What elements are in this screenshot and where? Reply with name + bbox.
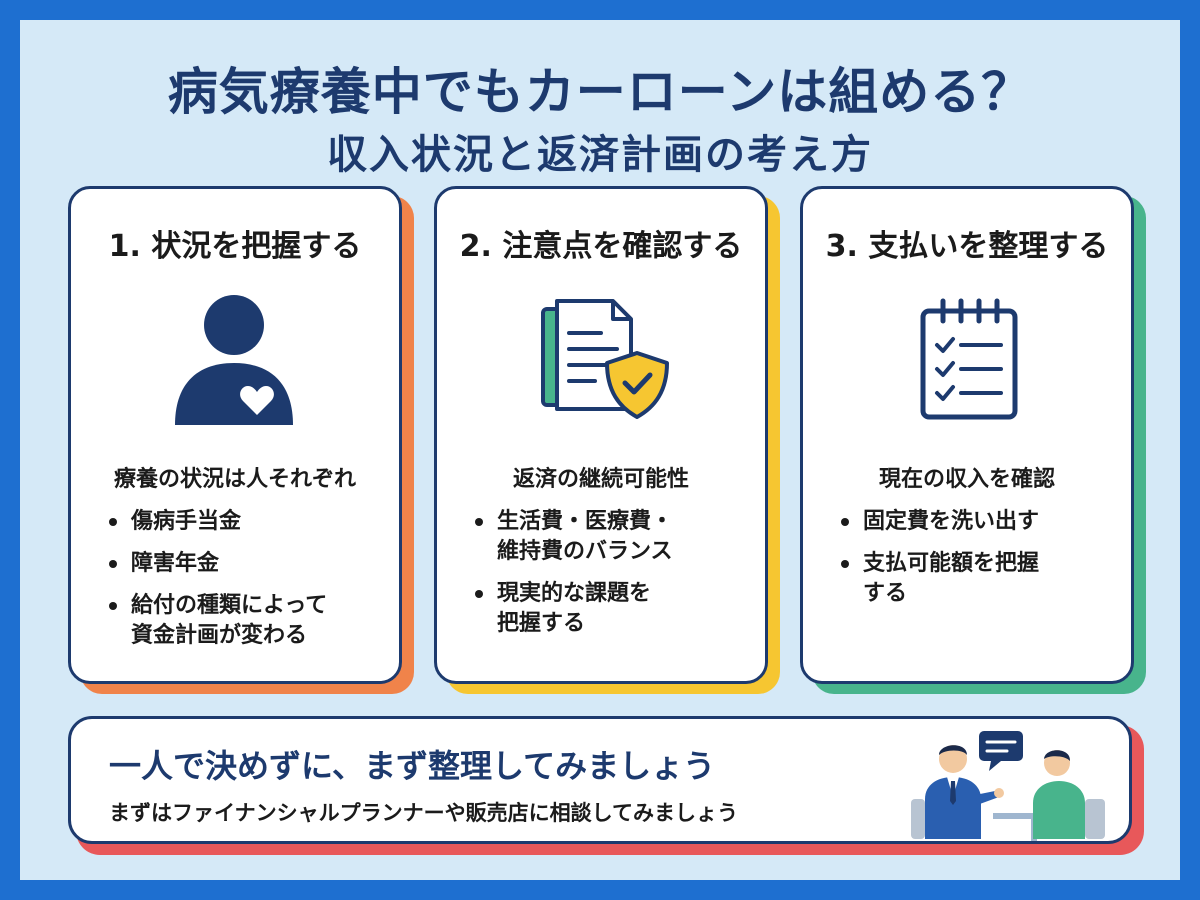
advice-banner: 一人で決めずに、まず整理してみましょう まずはファイナンシャルプランナーや販売店…	[68, 716, 1132, 844]
consultation-icon	[909, 729, 1109, 845]
card-2-bullet: 生活費・医療費・ 維持費のバランス	[473, 507, 673, 567]
card-1-bullet: 傷病手当金	[107, 507, 327, 537]
card-1-lead: 療養の状況は人それぞれ	[113, 467, 356, 492]
card-1-bullets: 傷病手当金 障害年金 給付の種類によって 資金計画が変わる	[107, 507, 327, 663]
card-1: 1. 状況を把握する 療養の状況は人それぞれ 傷病手当金 障害年金 給付の種類に…	[68, 186, 402, 684]
card-2-lead: 返済の継続可能性	[512, 467, 689, 492]
card-2-title: 2. 注意点を確認する	[459, 229, 743, 264]
person-heart-icon	[169, 287, 299, 431]
card-1-bullet: 障害年金	[107, 549, 327, 579]
card-1-title: 1. 状況を把握する	[108, 229, 362, 264]
card-3-bullet: 支払可能額を把握 する	[839, 549, 1039, 609]
page-title: 病気療養中でもカーローンは組める？	[167, 63, 1033, 121]
card-1-bullet: 給付の種類によって 資金計画が変わる	[107, 591, 327, 651]
card-3-lead: 現在の収入を確認	[878, 467, 1055, 492]
card-2: 2. 注意点を確認する 返済の継続可能性 生活費・医療費・ 維持費のバランス 現…	[434, 186, 768, 684]
card-2-bullet: 現実的な課題を 把握する	[473, 579, 673, 639]
banner-heading: 一人で決めずに、まず整理してみましょう	[109, 747, 716, 785]
card-3-bullet: 固定費を洗い出す	[839, 507, 1039, 537]
page-subtitle: 収入状況と返済計画の考え方	[327, 132, 873, 178]
document-shield-icon	[535, 297, 675, 431]
card-2-bullets: 生活費・医療費・ 維持費のバランス 現実的な課題を 把握する	[473, 507, 673, 651]
card-3: 3. 支払いを整理する 現在の収入を確認 固定費を洗い出す 支払可能額を把握 す…	[800, 186, 1134, 684]
banner-subtext: まずはファイナンシャルプランナーや販売店に相談してみましょう	[109, 801, 738, 825]
card-3-title: 3. 支払いを整理する	[825, 229, 1109, 264]
checklist-calendar-icon	[917, 297, 1021, 427]
card-3-bullets: 固定費を洗い出す 支払可能額を把握 する	[839, 507, 1039, 621]
